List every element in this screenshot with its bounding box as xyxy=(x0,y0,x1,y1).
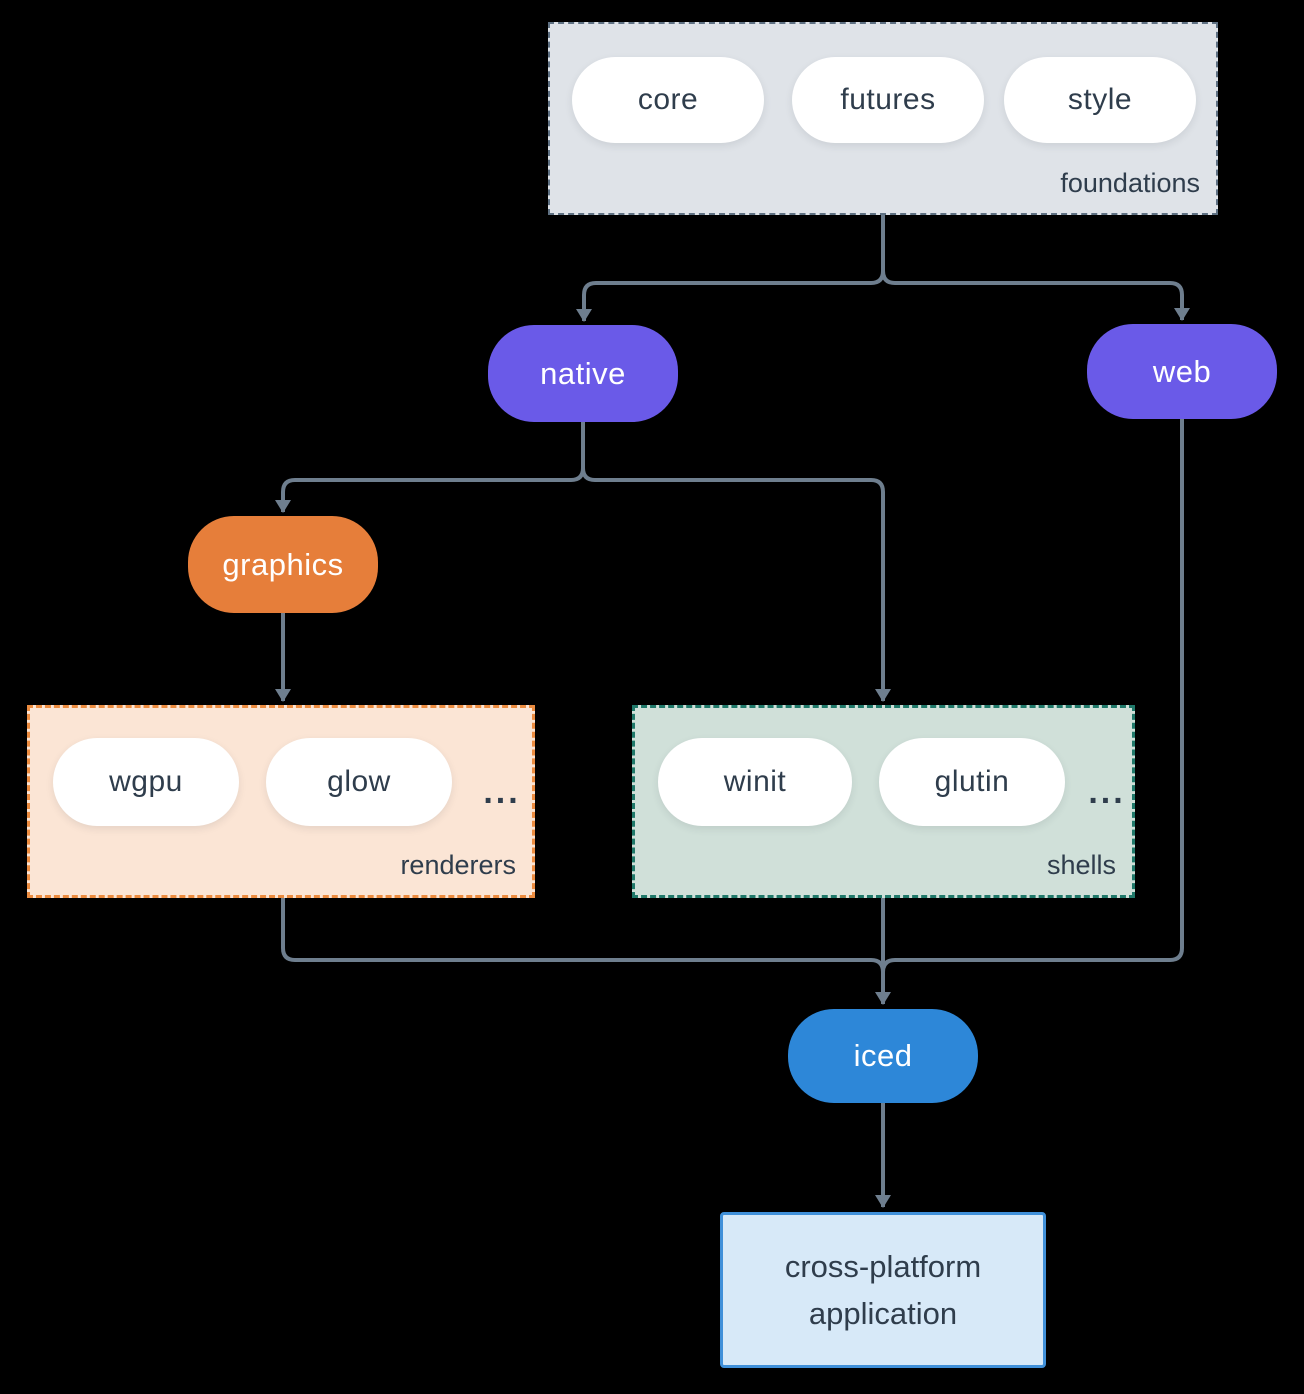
group-shells-label: shells xyxy=(1046,850,1116,880)
edge-native-to-shells xyxy=(581,422,891,702)
node-iced: iced xyxy=(788,1009,978,1103)
node-glutin: glutin xyxy=(879,738,1065,826)
node-winit: winit xyxy=(658,738,852,826)
node-native: native xyxy=(488,325,678,422)
group-foundations-label: foundations xyxy=(1060,168,1200,198)
group-foundations: core futures style foundations xyxy=(548,22,1218,215)
edge-foundations-to-native xyxy=(576,215,885,322)
node-graphics: graphics xyxy=(188,516,378,613)
node-style: style xyxy=(1004,57,1196,143)
edge-renderers-to-iced xyxy=(281,898,885,985)
edge-native-to-graphics xyxy=(275,422,585,513)
node-web: web xyxy=(1087,324,1277,419)
group-renderers-label: renderers xyxy=(400,850,516,880)
node-wgpu: wgpu xyxy=(53,738,239,826)
node-glow: glow xyxy=(266,738,452,826)
application-label-line2: application xyxy=(808,1296,958,1331)
group-renderers: wgpu glow ... renderers xyxy=(27,705,535,898)
node-cross-platform-application: cross-platform application xyxy=(720,1212,1046,1368)
node-core: core xyxy=(572,57,764,143)
application-label-line1: cross-platform xyxy=(784,1249,982,1284)
edge-foundations-to-web xyxy=(881,215,1190,321)
renderers-more-ellipsis: ... xyxy=(483,772,521,811)
edge-web-to-iced xyxy=(881,419,1184,985)
group-shells: winit glutin ... shells xyxy=(632,705,1135,898)
shells-more-ellipsis: ... xyxy=(1088,772,1126,811)
node-futures: futures xyxy=(792,57,984,143)
